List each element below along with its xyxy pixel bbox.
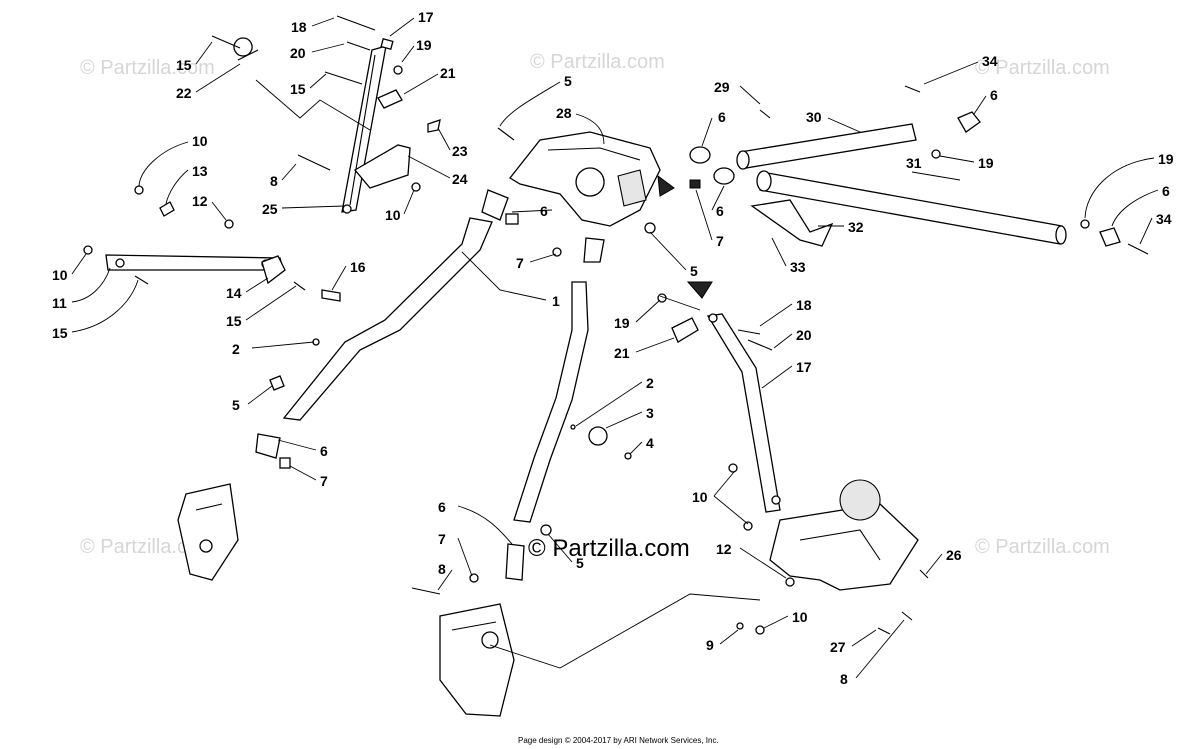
callout-19: 19 — [978, 155, 994, 171]
callout-12: 12 — [192, 193, 208, 209]
watermark-mid-left: © Partzilla.com — [80, 536, 215, 558]
callout-3: 3 — [646, 405, 654, 421]
callout-18: 18 — [291, 19, 307, 35]
callout-14: 14 — [226, 285, 242, 301]
right-lower-tube — [689, 167, 1149, 255]
footer-copyright: Page design © 2004-2017 by ARI Network S… — [518, 736, 719, 745]
callout-2: 2 — [646, 375, 654, 391]
callout-15: 15 — [290, 81, 306, 97]
callout-15: 15 — [226, 313, 242, 329]
right-lower-plate — [728, 463, 929, 635]
callout-5: 5 — [690, 263, 698, 279]
callout-7: 7 — [438, 531, 446, 547]
callout-10: 10 — [192, 133, 208, 149]
callout-8: 8 — [270, 173, 278, 189]
watermark-top-center: © Partzilla.com — [530, 51, 665, 73]
callout-6: 6 — [320, 443, 328, 459]
callout-16: 16 — [350, 259, 366, 275]
callout-labels: 18 17 20 19 15 22 15 21 23 8 24 25 10 10… — [52, 9, 1174, 687]
callout-17: 17 — [418, 9, 434, 25]
watermark-center: © Partzilla.com — [528, 535, 690, 562]
callout-8: 8 — [840, 671, 848, 687]
callout-28: 28 — [556, 105, 572, 121]
callout-5: 5 — [232, 397, 240, 413]
callout-6: 6 — [990, 87, 998, 103]
left-frame-bracket — [177, 483, 239, 581]
callout-20: 20 — [796, 327, 812, 343]
callout-23: 23 — [452, 143, 468, 159]
callout-11: 11 — [52, 295, 67, 311]
callout-19: 19 — [614, 315, 630, 331]
watermark-top-right: © Partzilla.com — [975, 57, 1110, 79]
callout-32: 32 — [848, 219, 864, 235]
callout-7: 7 — [516, 255, 524, 271]
callout-6: 6 — [716, 203, 724, 219]
callout-31: 31 — [906, 155, 922, 171]
callout-2: 2 — [232, 341, 240, 357]
callout-25: 25 — [262, 201, 278, 217]
callout-9: 9 — [706, 637, 714, 653]
callout-33: 33 — [790, 259, 806, 275]
callout-7: 7 — [320, 473, 328, 489]
steering-head-casting — [497, 127, 661, 227]
callout-27: 27 — [830, 639, 846, 655]
callout-7: 7 — [716, 233, 724, 249]
callout-20: 20 — [290, 45, 306, 61]
callout-10: 10 — [385, 207, 401, 223]
callout-leaders — [71, 17, 1159, 679]
callout-6: 6 — [438, 499, 446, 515]
watermarks: © Partzilla.com © Partzilla.com © Partzi… — [80, 51, 1110, 562]
upper-left-brace — [211, 15, 441, 214]
callout-15: 15 — [52, 325, 68, 341]
right-upper-tube — [689, 85, 981, 170]
callout-34: 34 — [1156, 211, 1172, 227]
callout-1: 1 — [552, 293, 560, 309]
center-frame-bracket — [439, 603, 515, 717]
center-upright-tube — [411, 222, 656, 595]
callout-29: 29 — [714, 79, 730, 95]
part-drawings — [83, 15, 1149, 717]
callout-26: 26 — [946, 547, 962, 563]
callout-15: 15 — [176, 57, 192, 73]
left-upright-tube — [255, 189, 519, 469]
callout-10: 10 — [692, 489, 708, 505]
right-vertical-brace — [657, 293, 781, 513]
callout-22: 22 — [176, 85, 192, 101]
callout-24: 24 — [452, 171, 468, 187]
left-link-bar — [83, 185, 341, 302]
watermark-mid-right: © Partzilla.com — [975, 536, 1110, 558]
callout-8: 8 — [438, 561, 446, 577]
callout-6: 6 — [718, 109, 726, 125]
callout-10: 10 — [792, 609, 808, 625]
callout-13: 13 — [192, 163, 208, 179]
callout-18: 18 — [796, 297, 812, 313]
callout-4: 4 — [646, 435, 654, 451]
callout-6: 6 — [1162, 183, 1170, 199]
callout-17: 17 — [796, 359, 812, 375]
callout-21: 21 — [614, 345, 630, 361]
callout-19: 19 — [1158, 151, 1174, 167]
callout-19: 19 — [416, 37, 432, 53]
callout-5: 5 — [564, 73, 572, 89]
callout-21: 21 — [440, 65, 456, 81]
watermark-top-left: © Partzilla.com — [80, 57, 215, 79]
callout-5: 5 — [576, 555, 584, 571]
callout-6: 6 — [540, 203, 548, 219]
callout-10: 10 — [52, 267, 68, 283]
callout-34: 34 — [982, 53, 998, 69]
callout-12: 12 — [716, 541, 732, 557]
callout-30: 30 — [806, 109, 822, 125]
